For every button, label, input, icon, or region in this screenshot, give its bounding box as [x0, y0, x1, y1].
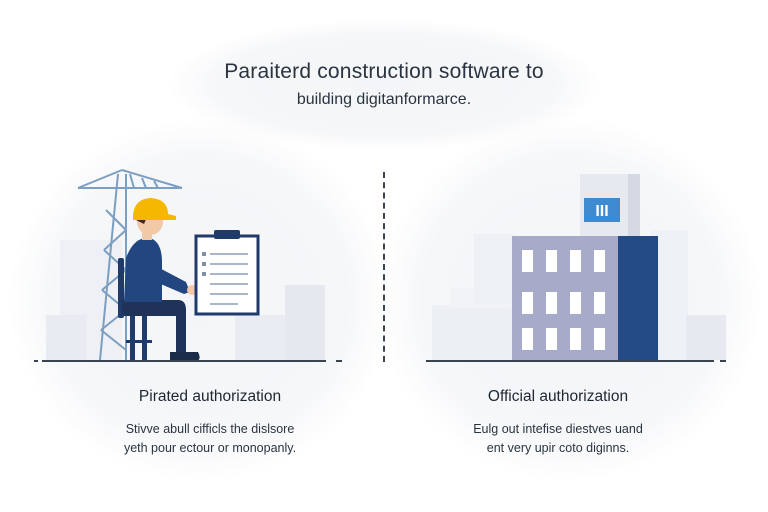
headline: Paraiterd construction software to build… — [0, 60, 768, 109]
building-windows — [522, 250, 605, 350]
clipboard-icon — [194, 230, 260, 316]
building-sign-text: III — [595, 203, 608, 220]
center-divider — [383, 172, 385, 362]
official-description-line-2: ent very upir coto diginns. — [486, 441, 630, 455]
worker-figure — [122, 198, 200, 361]
official-description-line-1: Eulg out intefise diestves uand — [473, 422, 643, 436]
office-building-side — [618, 236, 658, 360]
bg-block — [46, 315, 86, 360]
bg-block — [686, 315, 726, 360]
worker-arm — [142, 262, 190, 294]
bg-block — [474, 234, 514, 304]
pirated-description-line-1: Stivve abull cifficls the dislsore — [125, 422, 295, 436]
official-description: Eulg out intefise diestves uand ent very… — [408, 420, 708, 458]
official-illustration: III — [426, 174, 726, 362]
pirated-caption: Pirated authorization Stivve abull ciffi… — [60, 388, 360, 458]
pirated-illustration — [34, 169, 342, 362]
worker-torso — [124, 237, 162, 302]
hardhat-icon — [133, 198, 176, 220]
headline-line-1: Paraiterd construction software to — [224, 60, 544, 83]
building-sign — [584, 198, 620, 222]
worker-shoes — [170, 352, 200, 361]
worker-legs — [122, 300, 186, 354]
worker-neck — [142, 230, 152, 240]
pirated-title: Pirated authorization — [138, 388, 282, 405]
official-title: Official authorization — [487, 388, 629, 405]
pirated-description-line-2: yeth pour ectour or monopanly. — [123, 441, 297, 455]
tower-side — [628, 174, 640, 236]
headline-line-2: building digitanformarce. — [296, 91, 472, 108]
bg-block — [285, 285, 325, 360]
official-caption: Official authorization Eulg out intefise… — [408, 388, 708, 458]
pirated-description: Stivve abull cifficls the dislsore yeth … — [60, 420, 360, 458]
bg-block — [432, 305, 522, 360]
